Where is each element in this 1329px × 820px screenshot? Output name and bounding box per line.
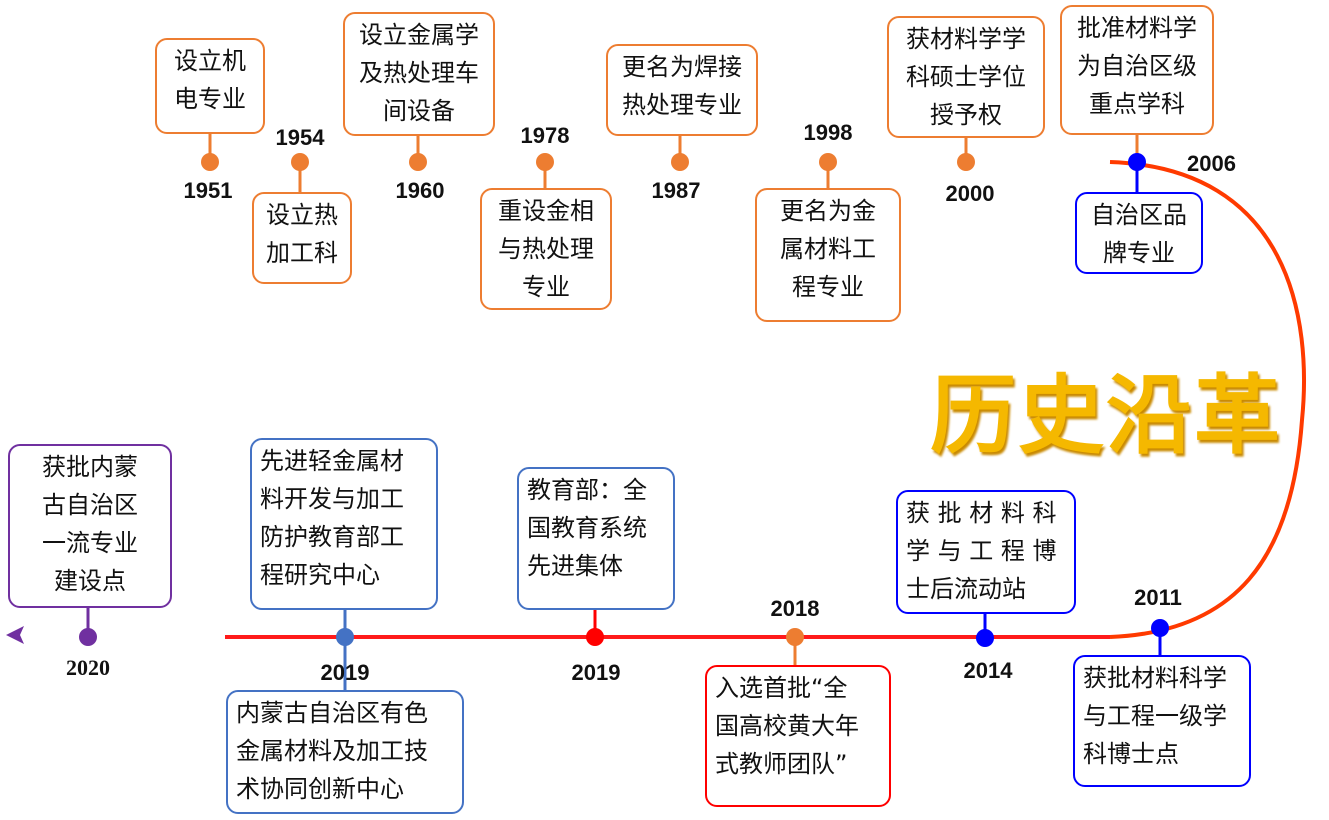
timeline-dot: [1128, 153, 1146, 171]
year-label: 2018: [770, 596, 820, 621]
event-box-2019: 内蒙古自治区有色 金属材料及加工技 术协同创新中心: [226, 690, 464, 814]
timeline-dot: [957, 153, 975, 171]
timeline-dot: [336, 628, 354, 646]
year-label: 1998: [803, 120, 853, 145]
year-label: 2014: [963, 658, 1013, 683]
event-box-2006: 自治区品 牌专业: [1075, 192, 1203, 274]
event-box-1951: 设立机 电专业: [155, 38, 265, 134]
timeline-dot: [536, 153, 554, 171]
timeline-dot: [819, 153, 837, 171]
event-box-2019: 教育部：全 国教育系统 先进集体: [517, 467, 675, 610]
timeline-dot: [409, 153, 427, 171]
year-label: 2020: [66, 655, 110, 680]
timeline-dot: [786, 628, 804, 646]
year-label: 1951: [183, 178, 233, 203]
event-box-1960: 设立金属学 及热处理车 间设备: [343, 12, 495, 136]
event-box-1987: 更名为焊接 热处理专业: [606, 44, 758, 136]
year-label: 1954: [275, 125, 325, 150]
timeline-dot: [671, 153, 689, 171]
timeline-dot: [1151, 619, 1169, 637]
arrow-head-icon: [6, 626, 24, 644]
year-label: 2011: [1134, 585, 1182, 610]
year-label: 1960: [395, 178, 445, 203]
timeline-dot: [201, 153, 219, 171]
event-box-2000: 获材料学学 科硕士学位 授予权: [887, 16, 1045, 138]
year-label: 1978: [520, 123, 570, 148]
event-box-2011: 获批材料科学 与工程一级学 科博士点: [1073, 655, 1251, 787]
timeline-dot: [291, 153, 309, 171]
year-label: 2019: [320, 660, 370, 685]
event-box-1978: 重设金相 与热处理 专业: [480, 188, 612, 310]
year-label: 2019: [571, 660, 621, 685]
event-box-2019: 先进轻金属材 料开发与加工 防护教育部工 程研究中心: [250, 438, 438, 610]
event-box-1998: 更名为金 属材料工 程专业: [755, 188, 901, 322]
timeline-dot: [586, 628, 604, 646]
page-title: 历史沿革: [930, 366, 1282, 466]
timeline-curve: [1109, 160, 1306, 639]
event-box-2014: 获 批 材 料 科 学 与 工 程 博 士后流动站: [896, 490, 1076, 614]
year-label: 2006: [1187, 151, 1236, 176]
year-label: 1987: [651, 178, 701, 203]
timeline-dot: [79, 628, 97, 646]
year-label: 2000: [945, 181, 995, 206]
event-box-2020: 获批内蒙 古自治区 一流专业 建设点: [8, 444, 172, 608]
timeline-dot: [976, 629, 994, 647]
event-box-2018: 入选首批“全 国高校黄大年 式教师团队”: [705, 665, 891, 807]
event-box-1954: 设立热 加工科: [252, 192, 352, 284]
event-box-2006: 批准材料学 为自治区级 重点学科: [1060, 5, 1214, 135]
